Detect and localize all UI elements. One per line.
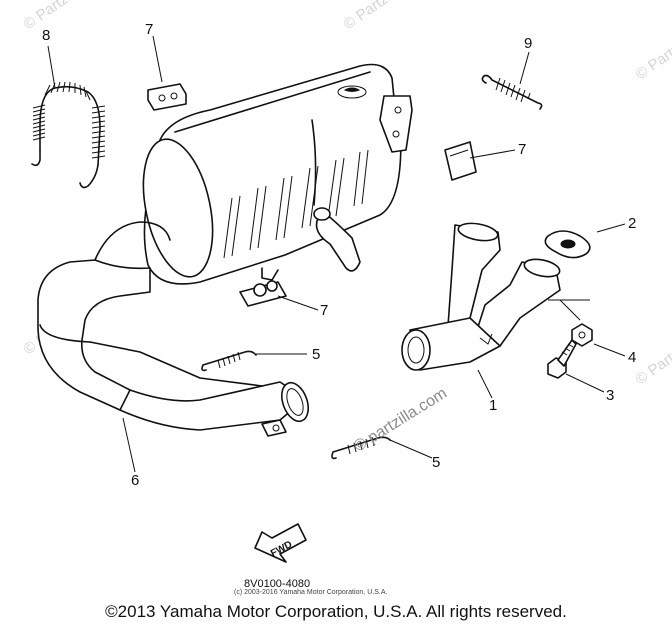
copyright-footer: ©2013 Yamaha Motor Corporation, U.S.A. A…: [105, 602, 567, 621]
watermark: © Partzilla.com: [633, 11, 672, 83]
part-2-gasket: [544, 230, 591, 259]
part-1-exhaust-manifold: [401, 222, 561, 371]
callout-7: 7: [320, 302, 328, 319]
part-8-spring: [31, 81, 106, 189]
part-9-spring: [481, 74, 543, 110]
callout-6: 6: [131, 472, 139, 489]
small-copyright: (c) 2003-2016 Yamaha Motor Corporation, …: [234, 589, 387, 596]
callout-5: 5: [432, 454, 440, 471]
callout-2: 2: [628, 215, 636, 232]
watermark: © Partzilla.com: [341, 0, 434, 33]
callout-1: 1: [489, 397, 497, 414]
part-7-damper-right: [444, 141, 477, 181]
muffler-louvers: [223, 149, 369, 259]
fwd-arrow-icon: FWD: [254, 523, 307, 563]
leader-lines: [47, 35, 626, 473]
part-6-exhaust-pipe: [37, 221, 309, 437]
diagram-part-number: 8V0100-4080: [244, 578, 310, 590]
callout-7: 7: [518, 141, 526, 158]
part-3-bolt: [547, 339, 577, 379]
callout-labels: 8 7 9 7 2 7 5 4 3 1 5 6: [42, 21, 636, 489]
callout-3: 3: [606, 387, 614, 404]
part-7-damper-middle: [239, 280, 287, 307]
callout-7: 7: [145, 21, 153, 38]
callout-9: 9: [524, 35, 532, 52]
callout-8: 8: [42, 27, 50, 44]
muffler: [142, 63, 413, 285]
part-5-spring-lower: [331, 436, 391, 460]
part-5-spring-upper: [201, 350, 257, 372]
part-7-damper-top: [147, 83, 187, 111]
callout-5: 5: [312, 346, 320, 363]
callout-4: 4: [628, 349, 636, 366]
watermark: © Partzilla.com: [633, 316, 672, 388]
watermark: © Partzilla.com: [21, 0, 114, 33]
